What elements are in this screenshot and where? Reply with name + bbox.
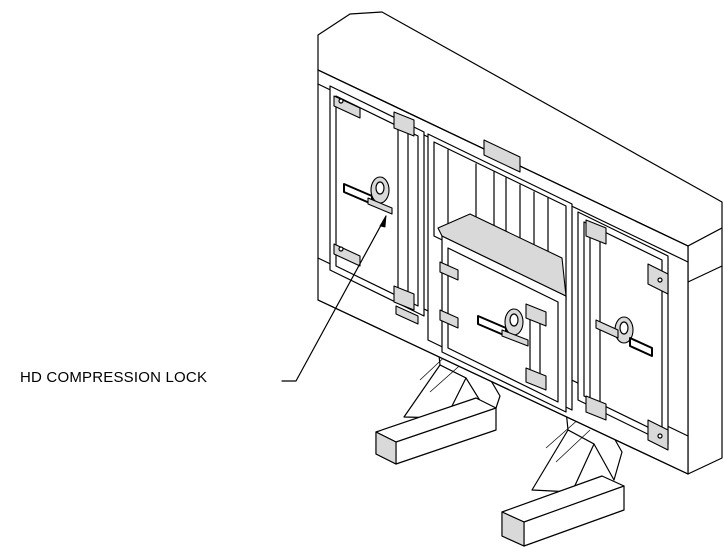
compression-lock-center (477, 308, 529, 347)
callout-arrowhead (379, 215, 387, 228)
callout-label: HD COMPRESSION LOCK (20, 369, 208, 386)
compression-lock-right (595, 316, 653, 357)
compression-lock-left (343, 176, 393, 215)
lock-rods (393, 111, 607, 421)
callout-leader (281, 215, 387, 382)
